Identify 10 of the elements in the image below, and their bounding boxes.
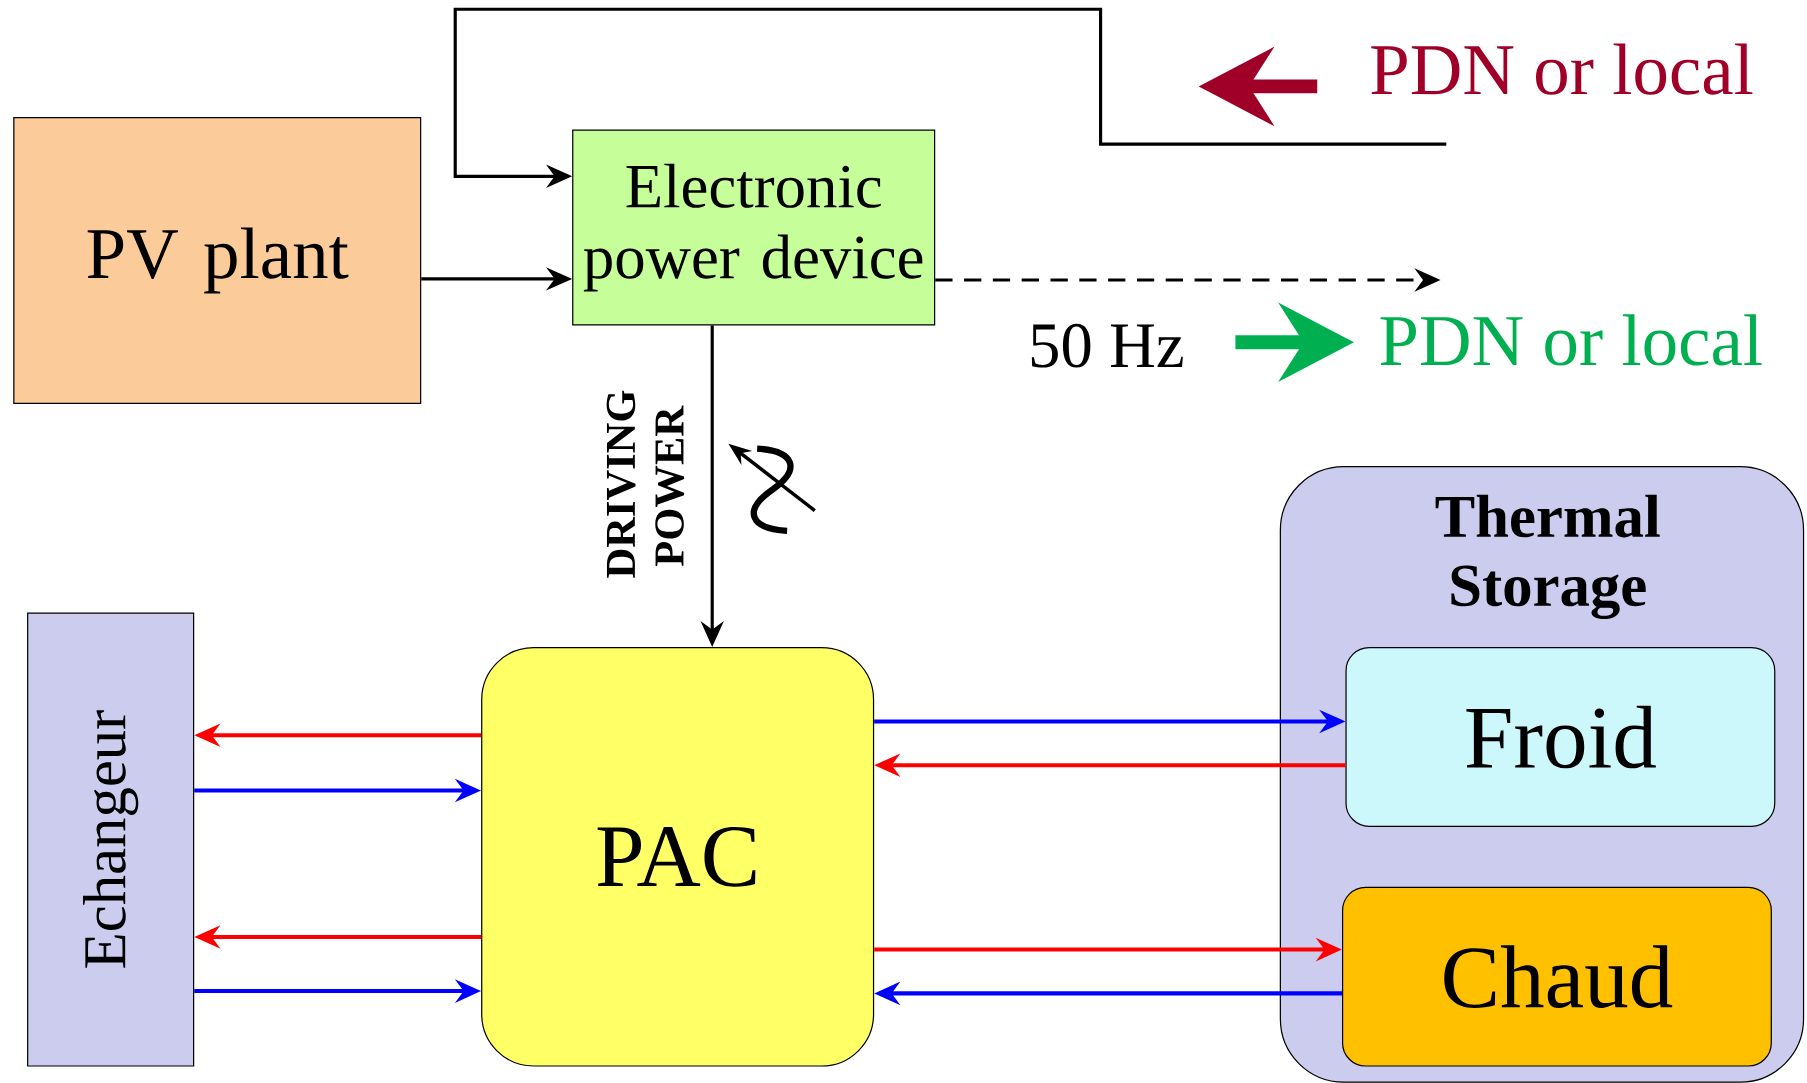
heat-pump-box: PAC bbox=[481, 646, 875, 1067]
device-box: Electronic power device bbox=[572, 129, 936, 326]
plant-box: PV plant bbox=[13, 116, 422, 404]
tank-box: Chaud bbox=[1342, 886, 1772, 1067]
label-text: PDN or local bbox=[1371, 43, 1753, 95]
exchanger-box: Echangeur bbox=[27, 612, 195, 1067]
tank-box: Froid bbox=[1345, 646, 1776, 827]
edge-label: DRIVING POWER bbox=[606, 390, 685, 578]
label-text: PDN or local bbox=[1380, 314, 1762, 366]
label-text: 50 Hz bbox=[1031, 323, 1183, 368]
